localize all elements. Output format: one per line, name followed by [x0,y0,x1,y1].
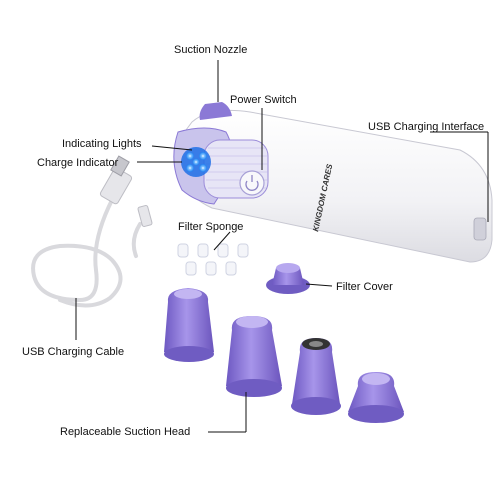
label-power-switch: Power Switch [230,94,297,106]
suction-head-3 [291,338,341,415]
suction-head-1 [164,288,214,362]
filter-cover [266,263,310,294]
label-suction-nozzle: Suction Nozzle [174,44,248,56]
suction-head-2 [226,316,282,397]
label-charge-indicator: Charge Indicator [37,157,119,169]
suction-head-4 [348,372,404,423]
micro-usb-plug [137,204,153,228]
label-usb-cable: USB Charging Cable [22,346,125,358]
usb-plug [99,155,133,205]
filter-sponges [177,243,249,276]
label-filter-sponge: Filter Sponge [178,221,244,233]
indicating-lights [181,147,211,177]
power-switch-icon [239,170,265,196]
label-filter-cover: Filter Cover [336,281,393,293]
usb-port [473,217,487,241]
label-indicating-lights: Indicating Lights [62,138,142,150]
usb-cable [31,198,142,308]
suction-nozzle-tip [199,102,232,120]
leader-lines [75,60,489,433]
label-suction-head: Replaceable Suction Head [60,426,191,438]
label-usb-interface: USB Charging Interface [368,121,485,133]
